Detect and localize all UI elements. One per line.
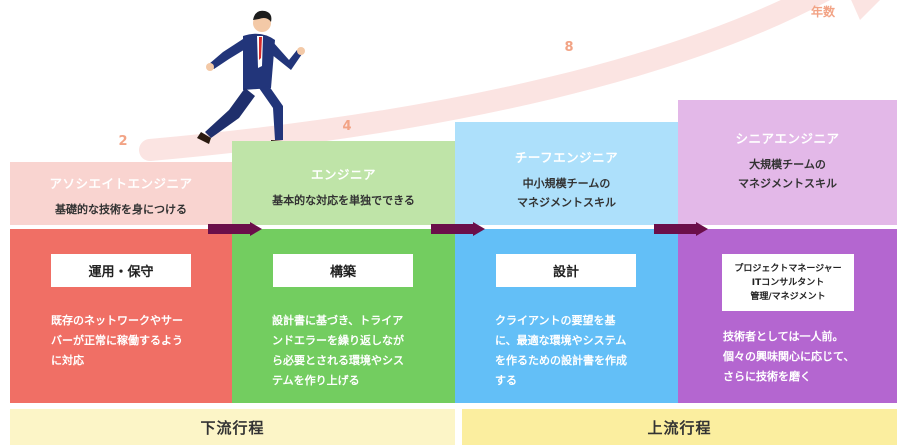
task-description: 技術者としては一人前。 個々の興味関心に応じて、 さらに技術を磨く — [723, 330, 855, 383]
year-mark-2: 2 — [118, 134, 128, 149]
task-label: プロジェクトマネージャー ITコンサルタント 管理/マネジメント — [722, 254, 854, 311]
stage-column-associate: 運用・保守 既存のネットワークやサー バーが正常に稼働するよう に対応 — [10, 229, 232, 403]
progression-arrow-icon — [208, 222, 262, 236]
stage-header-senior: シニアエンジニア 大規模チームの マネジメントスキル — [678, 100, 897, 225]
task-label: 運用・保守 — [51, 254, 191, 287]
stage-description: 基礎的な技術を身につける — [55, 203, 187, 216]
stage-role: アソシエイトエンジニア — [49, 176, 193, 191]
stage-description: 中小規模チームの マネジメントスキル — [517, 177, 616, 209]
stage-description: 基本的な対応を単独でできる — [272, 194, 415, 207]
running-businessman-illustration — [197, 10, 305, 147]
stage-role: シニアエンジニア — [735, 131, 840, 146]
task-description: 設計書に基づき、トライア ンドエラーを繰り返しなが ら必要とされる環境やシス テ… — [272, 314, 404, 387]
task-label: 構築 — [273, 254, 413, 287]
task-label: 設計 — [496, 254, 636, 287]
stage-role: エンジニア — [310, 167, 376, 182]
task-description: 既存のネットワークやサー バーが正常に稼働するよう に対応 — [51, 314, 183, 367]
stage-header-engineer: エンジニア 基本的な対応を単独でできる — [232, 141, 455, 225]
stage-column-engineer: 構築 設計書に基づき、トライア ンドエラーを繰り返しなが ら必要とされる環境やシ… — [232, 229, 455, 403]
stage-column-senior: プロジェクトマネージャー ITコンサルタント 管理/マネジメント 技術者としては… — [678, 229, 897, 403]
stage-description: 大規模チームの マネジメントスキル — [738, 158, 837, 190]
stage-column-chief: 設計 クライアントの要望を基 に、最適な環境やシステム を作るための設計書を作成… — [455, 229, 678, 403]
stage-header-chief: チーフエンジニア 中小規模チームの マネジメントスキル — [455, 122, 678, 225]
years-label: 年数 — [810, 5, 835, 19]
progression-arrow-icon — [431, 222, 485, 236]
progression-arrow-icon — [654, 222, 708, 236]
stage-header-associate: アソシエイトエンジニア 基礎的な技術を身につける — [10, 162, 232, 225]
phase-upstream: 上流行程 — [462, 409, 897, 445]
task-description: クライアントの要望を基 に、最適な環境やシステム を作るための設計書を作成 する — [495, 314, 627, 387]
year-mark-8: 8 — [564, 40, 574, 55]
stage-role: チーフエンジニア — [514, 150, 619, 165]
year-mark-4: 4 — [342, 119, 352, 134]
phase-downstream: 下流行程 — [10, 409, 455, 445]
